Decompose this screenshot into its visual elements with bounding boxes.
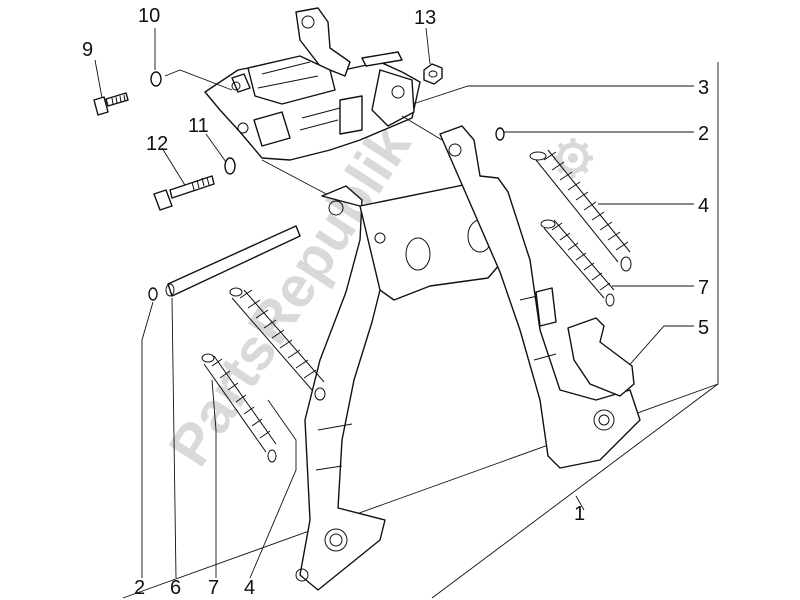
callout-labels: 9 10 13 3 12 11 2 4 7 5 1 2 6 7 4	[82, 5, 709, 599]
bolt-12	[153, 175, 215, 211]
callout-2-upper: 2	[698, 123, 709, 145]
callout-12: 12	[146, 133, 168, 155]
callout-4-upper: 4	[698, 195, 709, 217]
central-stand	[295, 125, 641, 591]
callout-5: 5	[698, 317, 709, 339]
washer-11	[224, 157, 236, 175]
callout-1: 1	[574, 503, 585, 525]
callout-4-lower: 4	[244, 577, 255, 599]
callout-11: 11	[188, 115, 209, 137]
callout-13: 13	[414, 7, 436, 29]
clip-2-left	[148, 287, 158, 301]
nut-13	[423, 63, 443, 85]
callout-10: 10	[138, 5, 160, 27]
callout-7-upper: 7	[698, 277, 709, 299]
leader-lines-top	[94, 27, 694, 371]
leader-lines-bottom	[141, 297, 585, 579]
bolt-9	[93, 92, 129, 116]
watermark-gear-icon	[553, 138, 593, 178]
spring-4-lower	[229, 287, 326, 401]
spring-4-upper	[529, 149, 632, 272]
callout-6: 6	[170, 577, 181, 599]
watermark-text: PartsRepublik	[156, 114, 423, 477]
clip-2-right	[495, 127, 505, 141]
spring-7-upper	[540, 219, 615, 307]
stand-bracket	[204, 7, 421, 161]
spring-7-lower	[201, 353, 277, 463]
callout-2-lower: 2	[134, 577, 145, 599]
callout-9: 9	[82, 39, 93, 61]
callout-3: 3	[698, 77, 709, 99]
washer-10	[150, 71, 162, 87]
callout-7-lower: 7	[208, 577, 219, 599]
pin-6	[165, 225, 301, 297]
